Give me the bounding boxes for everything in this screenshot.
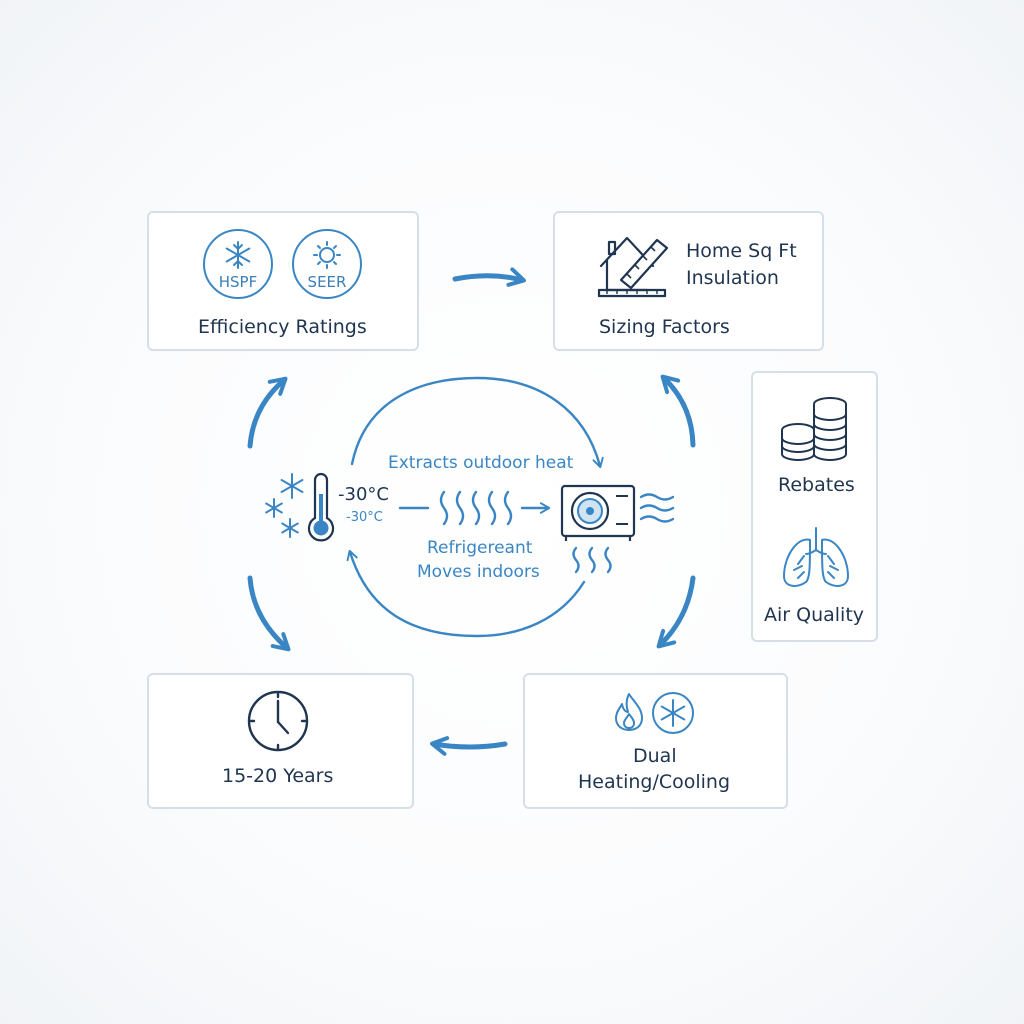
hspf-label: HSPF [218,273,258,291]
extracts-outdoor-heat: Extracts outdoor heat [388,453,574,473]
efficiency-ratings-title: Efficiency Ratings [198,316,367,338]
dual-heating-cooling-card [523,673,788,809]
air-quality-label: Air Quality [764,604,865,626]
temperature-small: -30°C [346,510,383,525]
center-arc-top [350,376,604,469]
arrow-sizing-down-right [660,374,696,448]
sizing-factors-title: Sizing Factors [599,316,730,338]
coins-icon [781,397,847,461]
arrow-right-down [656,575,696,649]
snowflake-icon [225,241,251,269]
seer-label: SEER [307,273,347,291]
seer-badge [292,229,362,299]
sizing-line-insulation: Insulation [686,267,779,289]
dual-line-2: Heating/Cooling [578,771,731,793]
house-ruler-icon [597,236,669,298]
thermometer-icon [307,472,335,542]
arrow-left-down [247,575,291,652]
lifespan-title: 15-20 Years [222,765,334,787]
moves-indoors-label: Moves indoors [417,562,540,582]
rebates-label: Rebates [778,474,855,496]
lungs-icon [783,527,849,587]
heat-pump-unit-icon [560,484,636,541]
snowflake-icon [281,518,299,538]
hspf-badge [203,229,273,299]
snowflake-icon [660,699,686,727]
temperature-big: -30°C [338,484,389,505]
sizing-factors-card [553,211,824,351]
flame-icon [615,693,643,731]
cold-snowflakes [265,473,304,538]
snowflake-icon [265,498,283,518]
dual-line-1: Dual [633,745,677,767]
arrow-efficiency-to-sizing [452,267,526,287]
clock-icon [247,690,309,752]
center-arc-bottom [346,549,586,638]
dual-snowflake-badge [652,692,694,734]
sun-icon [313,241,341,269]
lifespan-card [147,673,414,809]
arrow-left-up [247,376,288,449]
sizing-line-home-sq-ft: Home Sq Ft [686,240,797,262]
efficiency-ratings-card [147,211,419,351]
arrow-dual-to-lifespan [430,736,508,756]
snowflake-icon [280,473,304,499]
refrigerant-label: Refrigereant [427,538,533,558]
